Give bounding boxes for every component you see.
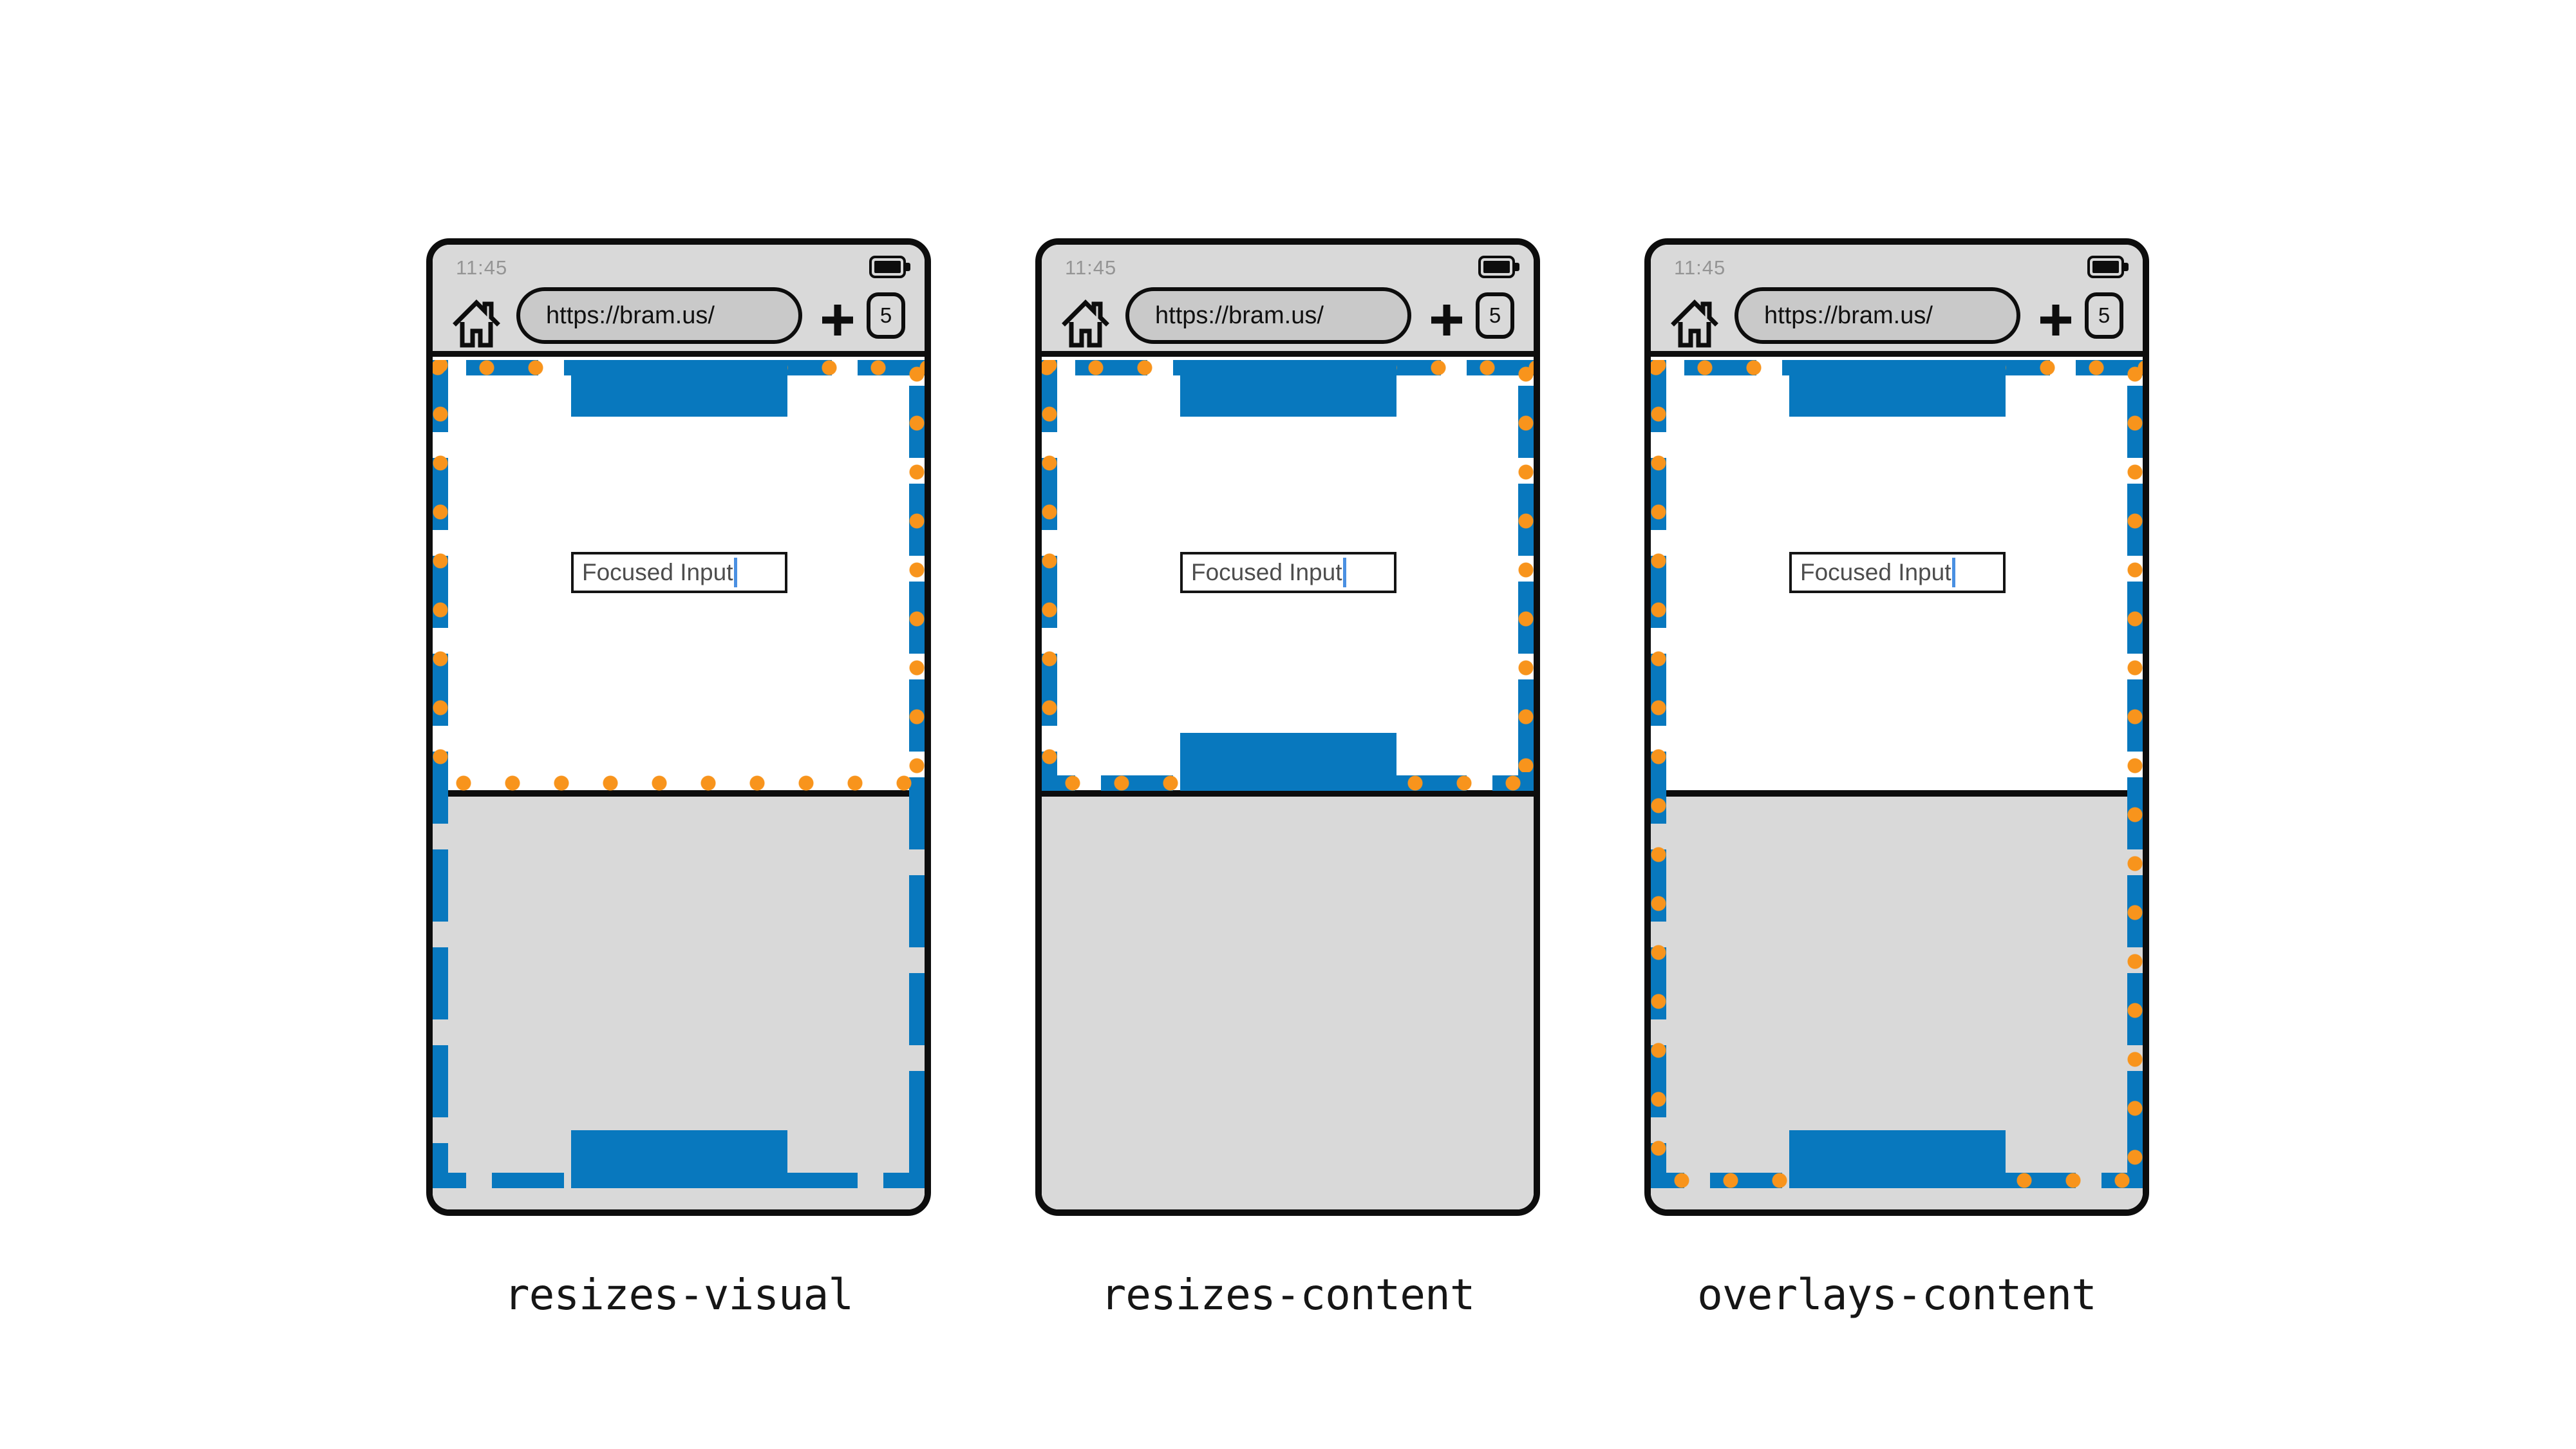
page-header-block xyxy=(571,360,787,417)
input-text: Focused Input xyxy=(582,559,733,585)
visual-viewport-dots-left xyxy=(1042,360,1057,772)
status-bar: 11:45 https://bram.us/ 5 xyxy=(433,245,925,351)
tab-count-button[interactable]: 5 xyxy=(867,292,905,339)
mode-label-resizes-visual: resizes-visual xyxy=(503,1270,854,1320)
keyboard-top-edge xyxy=(433,790,925,797)
text-caret xyxy=(1343,558,1347,587)
page-content: Focused Input xyxy=(1651,357,2143,1209)
status-bar: 11:45 https://bram.us/ 5 xyxy=(1651,245,2143,351)
status-time: 11:45 xyxy=(456,256,508,279)
url-text: https://bram.us/ xyxy=(546,301,715,329)
text-caret xyxy=(734,558,738,587)
battery-icon xyxy=(869,255,913,279)
keyboard-top-edge xyxy=(1651,790,2143,797)
focused-input[interactable]: Focused Input xyxy=(571,552,787,593)
page-footer-block xyxy=(1789,1130,2006,1188)
focused-input[interactable]: Focused Input xyxy=(1789,552,2006,593)
mode-label-overlays-content: overlays-content xyxy=(1697,1270,2097,1320)
visual-viewport-dots-left xyxy=(1651,360,1666,1188)
visual-viewport-dots-right xyxy=(909,360,925,780)
url-bar[interactable]: https://bram.us/ xyxy=(516,287,802,344)
focused-input[interactable]: Focused Input xyxy=(1180,552,1396,593)
mode-label-resizes-content: resizes-content xyxy=(1100,1270,1475,1320)
input-text: Focused Input xyxy=(1191,559,1342,585)
viewport-decorations xyxy=(433,357,925,1209)
tab-count-button[interactable]: 5 xyxy=(2085,292,2123,339)
visual-viewport-dots-right xyxy=(1518,360,1534,772)
visual-viewport-dots-bottom xyxy=(433,775,925,791)
status-time: 11:45 xyxy=(1674,256,1726,279)
plus-icon[interactable] xyxy=(820,303,855,337)
plus-icon[interactable] xyxy=(2038,303,2073,337)
phone-mockup-overlays-content: 11:45 https://bram.us/ 5 xyxy=(1644,238,2149,1216)
keyboard-top-edge xyxy=(1042,790,1534,797)
visual-viewport-dots-right xyxy=(2127,360,2143,1188)
page-header-block xyxy=(1180,360,1396,417)
home-icon[interactable] xyxy=(1670,294,1719,350)
phone-mockup-resizes-content: 11:45 https://bram.us/ 5 xyxy=(1035,238,1540,1216)
tab-count: 5 xyxy=(1489,303,1501,327)
page-content: Focused Input xyxy=(1042,357,1534,1209)
url-bar[interactable]: https://bram.us/ xyxy=(1735,287,2020,344)
toolbar-divider xyxy=(1042,351,1534,357)
viewport-decorations xyxy=(1042,357,1534,1209)
status-time: 11:45 xyxy=(1065,256,1117,279)
tab-count-button[interactable]: 5 xyxy=(1476,292,1514,339)
home-icon[interactable] xyxy=(1061,294,1110,350)
page-content: Focused Input xyxy=(433,357,925,1209)
page-footer-block xyxy=(1180,733,1396,791)
toolbar-divider xyxy=(433,351,925,357)
page-footer-block xyxy=(571,1130,787,1188)
phone-mockup-resizes-visual: 11:45 https://bram.us/ 5 xyxy=(426,238,931,1216)
status-bar: 11:45 https://bram.us/ 5 xyxy=(1042,245,1534,351)
url-bar[interactable]: https://bram.us/ xyxy=(1125,287,1411,344)
battery-icon xyxy=(2087,255,2131,279)
tab-count: 5 xyxy=(2098,303,2111,327)
url-text: https://bram.us/ xyxy=(1764,301,1933,329)
virtual-keyboard-area xyxy=(1042,797,1534,1209)
visual-viewport-dots-left xyxy=(433,360,448,780)
home-icon[interactable] xyxy=(452,294,501,350)
battery-icon xyxy=(1478,255,1522,279)
viewport-decorations xyxy=(1651,357,2143,1209)
url-text: https://bram.us/ xyxy=(1155,301,1324,329)
page-header-block xyxy=(1789,360,2006,417)
toolbar-divider xyxy=(1651,351,2143,357)
plus-icon[interactable] xyxy=(1429,303,1464,337)
input-text: Focused Input xyxy=(1800,559,1951,585)
tab-count: 5 xyxy=(879,303,892,327)
text-caret xyxy=(1952,558,1956,587)
